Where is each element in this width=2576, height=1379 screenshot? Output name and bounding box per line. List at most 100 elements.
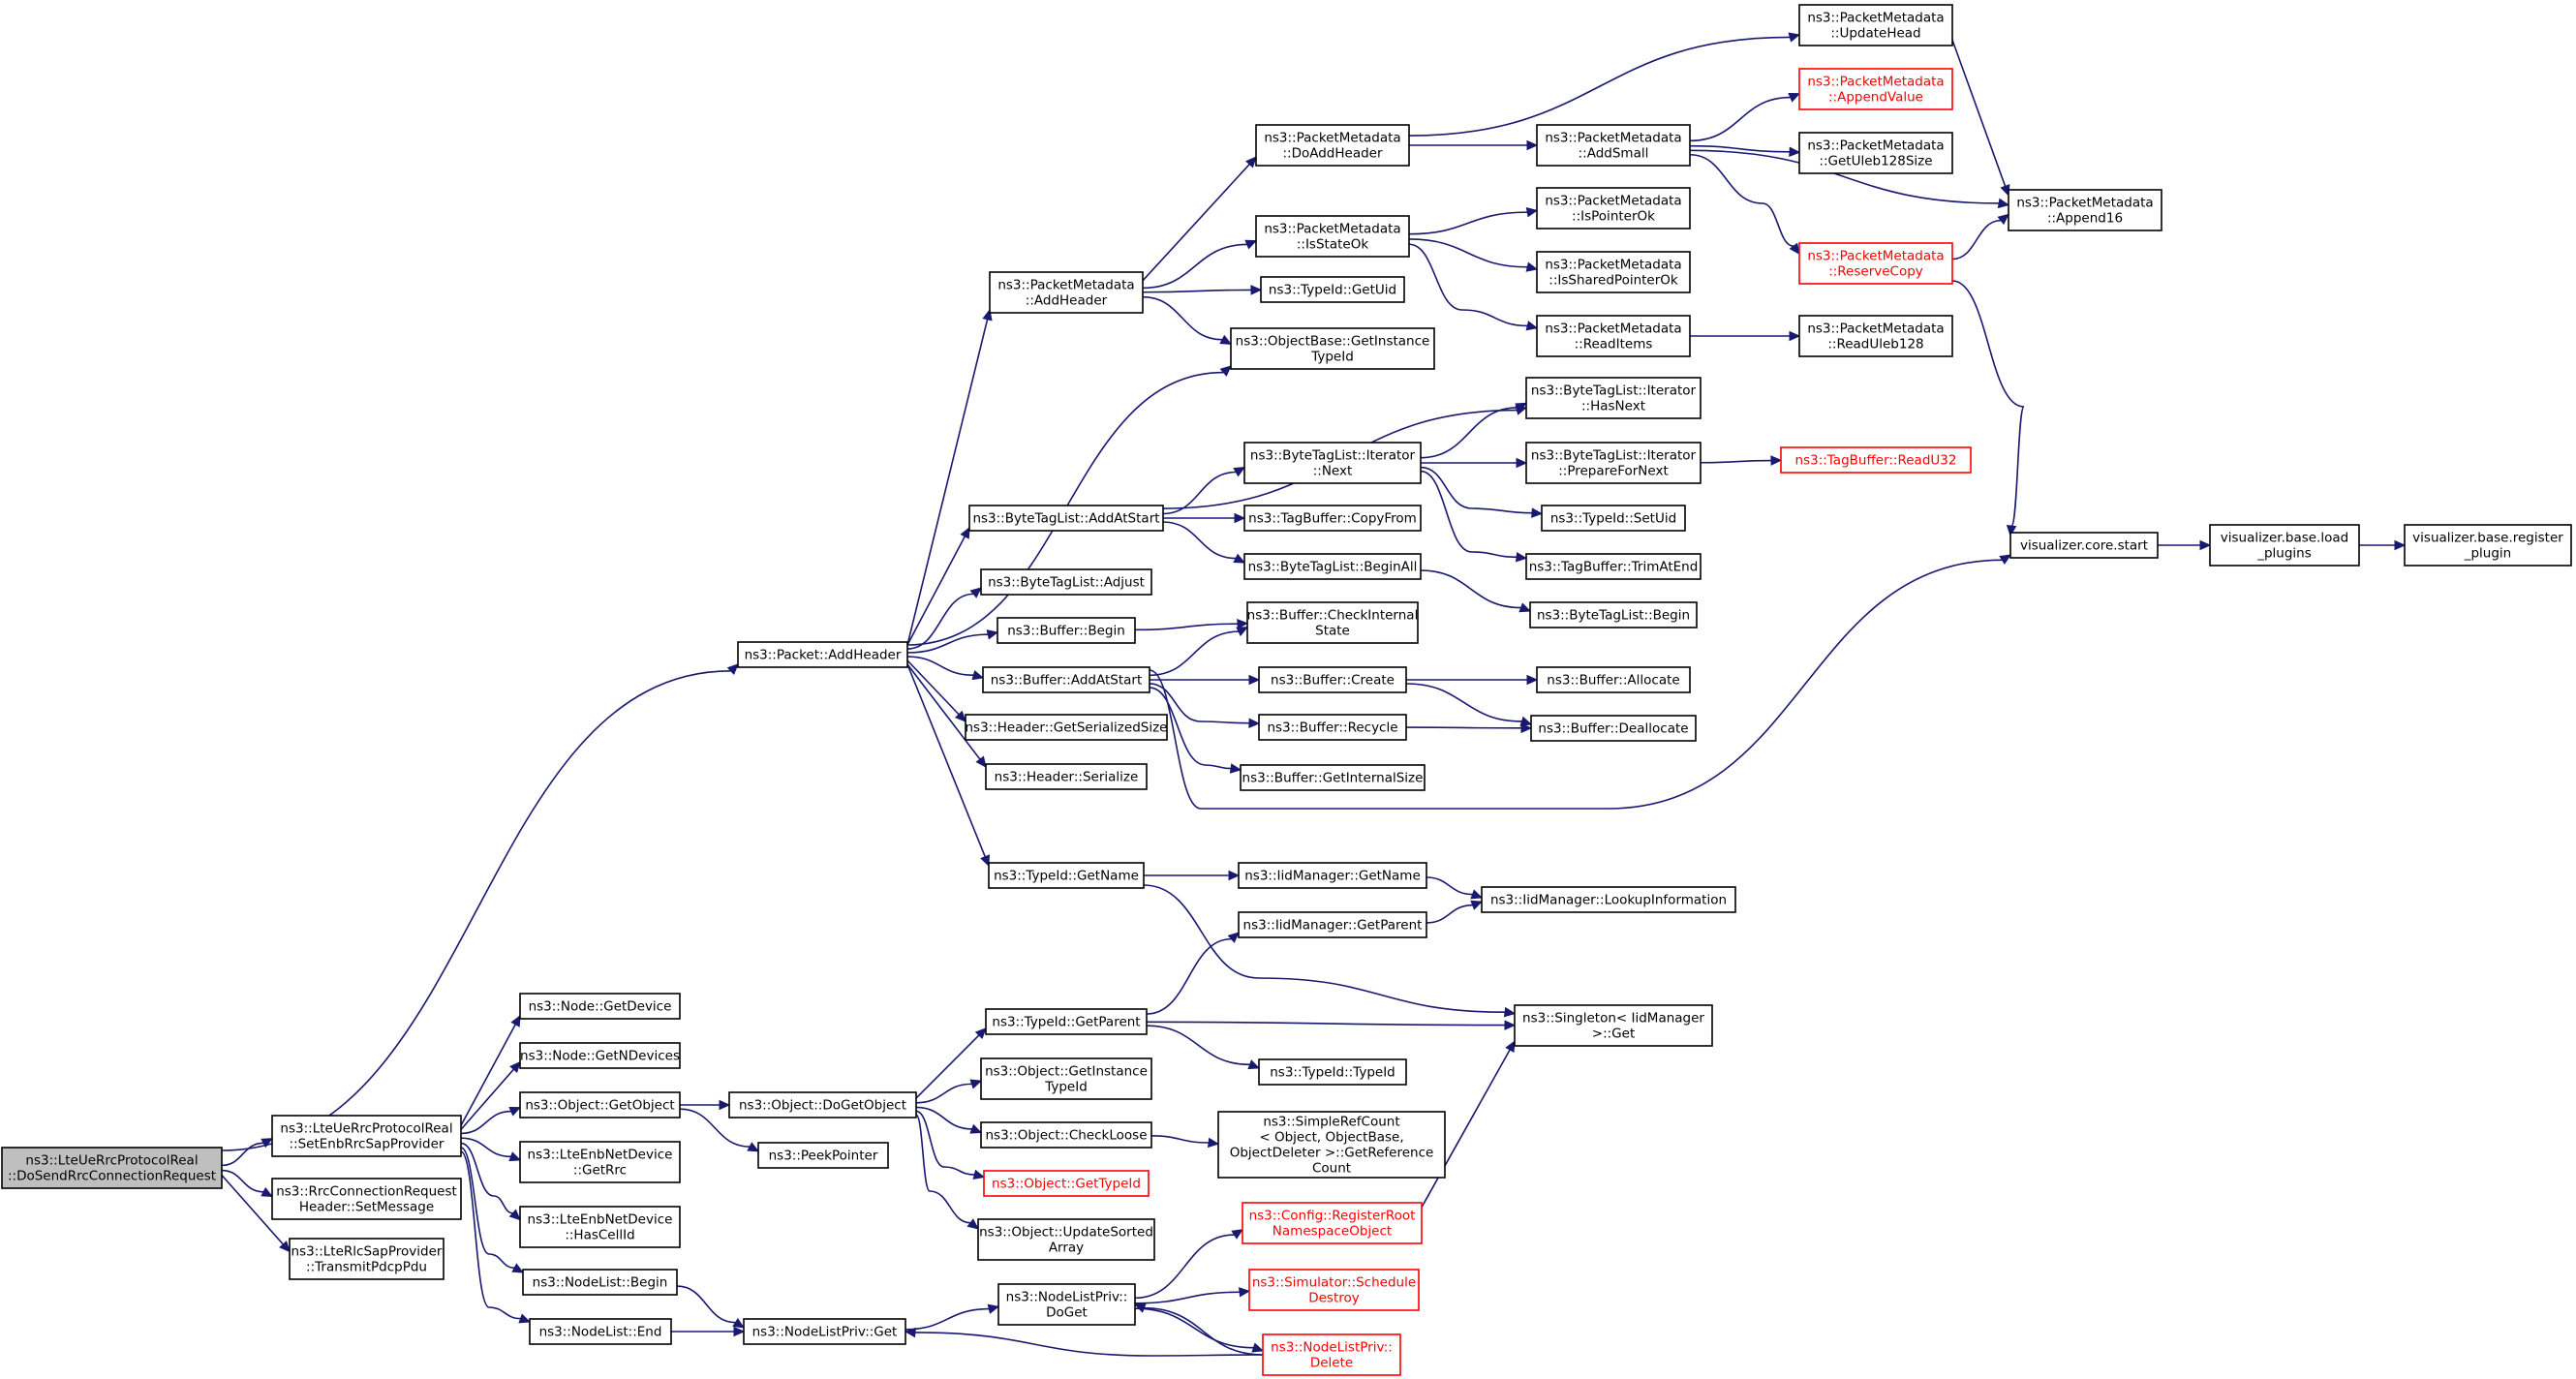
graph-node-buf-deallocate[interactable]: ns3::Buffer::Deallocate [1530, 715, 1697, 742]
graph-node-pm-issharedpointerok[interactable]: ns3::PacketMetadata::IsSharedPointerOk [1536, 251, 1691, 293]
graph-node-buf-getinternalsize[interactable]: ns3::Buffer::GetInternalSize [1240, 764, 1426, 791]
node-box [1798, 68, 1953, 110]
graph-node-tb-trimatend[interactable]: ns3::TagBuffer::TrimAtEnd [1525, 553, 1702, 580]
graph-node-nlp-doget[interactable]: ns3::NodeListPriv::DoGet [997, 1283, 1136, 1326]
edge-nlp-doget-to-cfg-register [1134, 1234, 1235, 1300]
graph-node-pm-reservecopy[interactable]: ns3::PacketMetadata::ReserveCopy [1798, 242, 1953, 285]
graph-node-hdr-serialize[interactable]: ns3::Header::Serialize [985, 763, 1148, 790]
graph-node-tid-typeid[interactable]: ns3::TypeId::TypeId [1258, 1058, 1407, 1086]
graph-node-btl-begin[interactable]: ns3::ByteTagList::Begin [1529, 601, 1698, 628]
graph-node-nl-begin[interactable]: ns3::NodeList::Begin [522, 1269, 678, 1296]
graph-node-pm-ispointerok[interactable]: ns3::PacketMetadata::IsPointerOk [1536, 187, 1691, 230]
node-box [1258, 1058, 1407, 1086]
edge-btli-prepare-to-tb-readu32 [1700, 459, 1772, 464]
graph-node-rrcreq[interactable]: ns3::RrcConnectionRequestHeader::SetMess… [271, 1178, 462, 1220]
graph-node-pm-isstateok[interactable]: ns3::PacketMetadata::IsStateOk [1255, 215, 1410, 258]
arrowhead [1526, 674, 1539, 686]
graph-node-tb-readu32[interactable]: ns3::TagBuffer::ReadU32 [1780, 446, 1972, 474]
graph-node-pm-addheader[interactable]: ns3::PacketMetadata::AddHeader [989, 271, 1144, 314]
graph-node-dogetobject[interactable]: ns3::Object::DoGetObject [728, 1091, 917, 1119]
graph-node-nlp-delete[interactable]: ns3::NodeListPriv::Delete [1262, 1333, 1401, 1376]
graph-node-getdevice[interactable]: ns3::Node::GetDevice [519, 993, 681, 1020]
graph-node-iid-lookup[interactable]: ns3::IidManager::LookupInformation [1481, 886, 1736, 913]
node-label: ns3::TagBuffer::ReadU32 [1795, 453, 1957, 469]
node-box [1258, 666, 1407, 693]
arrowhead [747, 1142, 760, 1152]
graph-node-hdr-getsize[interactable]: ns3::Header::GetSerializedSize [965, 714, 1168, 741]
arrowhead [1788, 92, 1801, 103]
graph-node-nlp-get[interactable]: ns3::NodeListPriv::Get [743, 1318, 906, 1345]
node-label: ns3::Config::RegisterRoot [1249, 1209, 1416, 1224]
arrowhead [969, 587, 982, 598]
graph-node-tid-setuid[interactable]: ns3::TypeId::SetUid [1541, 505, 1686, 532]
graph-node-nl-end[interactable]: ns3::NodeList::End [529, 1318, 672, 1345]
graph-node-obj-gettypeid[interactable]: ns3::Object::GetTypeId [983, 1170, 1150, 1197]
edge-setenb-to-hascellid [460, 1142, 513, 1214]
node-label: ns3::Header::GetSerializedSize [966, 720, 1168, 736]
graph-node-pm-addsmall[interactable]: ns3::PacketMetadata::AddSmall [1536, 124, 1691, 167]
node-box [1243, 553, 1422, 580]
node-label: NamespaceObject [1273, 1224, 1392, 1240]
graph-node-transmit[interactable]: ns3::LteRlcSapProvider::TransmitPdcpPdu [289, 1238, 445, 1280]
edge-setenb-to-nl-end [460, 1150, 521, 1320]
graph-node-pm-updatehead[interactable]: ns3::PacketMetadata::UpdateHead [1798, 4, 1953, 46]
graph-node-viz-register[interactable]: visualizer.base.register_plugin [2404, 524, 2572, 567]
graph-node-btli-next[interactable]: ns3::ByteTagList::Iterator::Next [1243, 442, 1422, 484]
graph-node-tid-getparent[interactable]: ns3::TypeId::GetParent [985, 1008, 1148, 1035]
graph-node-btl-adjust[interactable]: ns3::ByteTagList::Adjust [980, 568, 1152, 596]
graph-node-iid-getparent[interactable]: ns3::IidManager::GetParent [1238, 911, 1427, 938]
graph-node-buf-begin[interactable]: ns3::Buffer::Begin [997, 617, 1136, 644]
graph-node-buf-recycle[interactable]: ns3::Buffer::Recycle [1258, 714, 1407, 741]
graph-node-peekpointer[interactable]: ns3::PeekPointer [757, 1142, 889, 1169]
graph-node-pm-readuleb[interactable]: ns3::PacketMetadata::ReadUleb128 [1798, 315, 1953, 357]
graph-node-simplerefcount[interactable]: ns3::SimpleRefCount< Object, ObjectBase,… [1217, 1111, 1446, 1179]
node-box [1536, 187, 1691, 230]
node-label: ns3::IidManager::GetName [1244, 869, 1421, 884]
graph-node-pm-appendvalue[interactable]: ns3::PacketMetadata::AppendValue [1798, 68, 1953, 110]
graph-node-buf-allocate[interactable]: ns3::Buffer::Allocate [1536, 666, 1691, 693]
graph-node-getobject[interactable]: ns3::Object::GetObject [519, 1091, 681, 1119]
graph-node-tid-getuid[interactable]: ns3::TypeId::GetUid [1260, 276, 1405, 303]
graph-node-btli-prepare[interactable]: ns3::ByteTagList::Iterator::PrepareForNe… [1525, 442, 1702, 484]
graph-node-buf-addatstart[interactable]: ns3::Buffer::AddAtStart [982, 666, 1150, 693]
graph-node-pm-append16[interactable]: ns3::PacketMetadata::Append16 [2008, 189, 2162, 231]
graph-node-singleton-get[interactable]: ns3::Singleton< IidManager >::Get [1514, 1004, 1713, 1047]
graph-node-obj-checkloose[interactable]: ns3::Object::CheckLoose [980, 1121, 1152, 1149]
graph-node-viz-start[interactable]: visualizer.core.start [2009, 532, 2159, 559]
edge-pm-addsmall-to-pm-append16 [1689, 149, 2000, 204]
node-label: ::UpdateHead [1830, 26, 1920, 42]
graph-node-getndevices[interactable]: ns3::Node::GetNDevices [519, 1042, 681, 1069]
graph-node-setenb[interactable]: ns3::LteUeRrcProtocolReal::SetEnbRrcSapP… [271, 1115, 462, 1157]
graph-node-buf-create[interactable]: ns3::Buffer::Create [1258, 666, 1407, 693]
graph-node-btl-addatstart[interactable]: ns3::ByteTagList::AddAtStart [968, 505, 1164, 532]
node-box [757, 1142, 889, 1169]
node-box [271, 1178, 462, 1220]
graph-node-btl-beginall[interactable]: ns3::ByteTagList::BeginAll [1243, 553, 1422, 580]
graph-node-pm-readitems[interactable]: ns3::PacketMetadata::ReadItems [1536, 315, 1691, 357]
graph-node-viz-load[interactable]: visualizer.base.load_plugins [2209, 524, 2360, 567]
graph-node-getrrc[interactable]: ns3::LteEnbNetDevice::GetRrc [519, 1141, 681, 1183]
node-label: DoGet [1046, 1305, 1088, 1321]
arrowhead [1531, 507, 1544, 518]
edge-dogetobject-to-tid-getparent [915, 1034, 980, 1099]
arrowhead [1770, 455, 1783, 466]
graph-node-root[interactable]: ns3::LteUeRrcProtocolReal::DoSendRrcConn… [1, 1147, 223, 1189]
node-box [1255, 124, 1410, 167]
graph-node-pm-doaddheader[interactable]: ns3::PacketMetadata::DoAddHeader [1255, 124, 1410, 167]
graph-node-tb-copyfrom[interactable]: ns3::TagBuffer::CopyFrom [1243, 505, 1422, 532]
graph-node-pkt-addheader[interactable]: ns3::Packet::AddHeader [737, 641, 908, 668]
graph-node-btli-hasnext[interactable]: ns3::ByteTagList::Iterator::HasNext [1525, 377, 1702, 419]
node-label: ns3::PacketMetadata [1807, 322, 1944, 337]
graph-node-tid-getname[interactable]: ns3::TypeId::GetName [988, 862, 1145, 889]
graph-node-iid-getname[interactable]: ns3::IidManager::GetName [1238, 862, 1427, 889]
graph-node-pm-getuleb[interactable]: ns3::PacketMetadata::GetUleb128Size [1798, 132, 1953, 174]
arrowhead [1236, 627, 1249, 637]
graph-node-hascellid[interactable]: ns3::LteEnbNetDevice::HasCellId [519, 1206, 681, 1248]
node-box [1525, 553, 1702, 580]
